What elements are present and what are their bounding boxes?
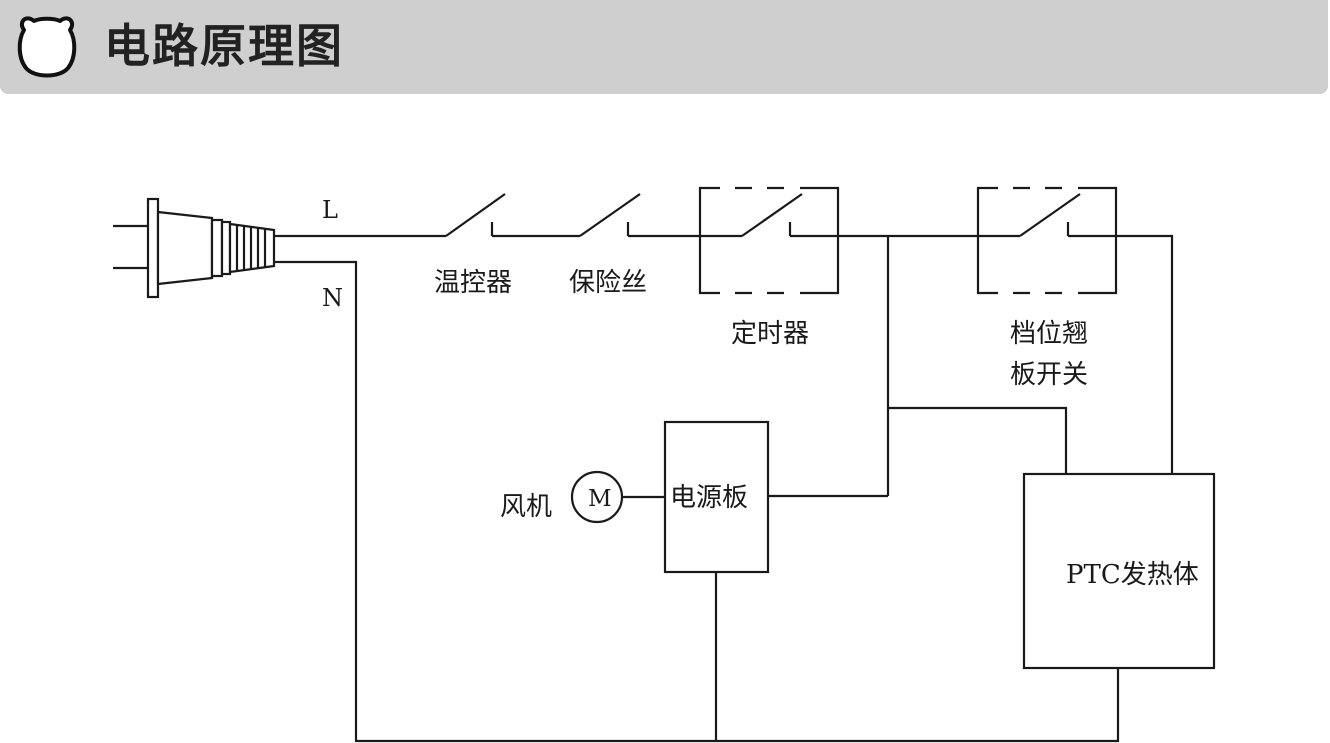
gear-switch-label-1: 档位翘 xyxy=(1010,319,1088,349)
power-board-label: 电源板 xyxy=(670,483,748,513)
ptc-heater-label: PTC发热体 xyxy=(1066,560,1199,590)
thermostat-switch xyxy=(445,193,580,238)
live-label: L xyxy=(322,196,338,224)
gear-switch-box xyxy=(976,186,1174,474)
fuse-switch xyxy=(579,193,742,238)
thermostat-label: 温控器 xyxy=(434,268,512,298)
gear-switch-label-2: 板开关 xyxy=(1010,360,1088,390)
power-board-box xyxy=(663,420,770,574)
motor-label: M xyxy=(588,486,612,512)
branch-wires xyxy=(768,236,1068,498)
header-bar xyxy=(0,0,1328,94)
neutral-label: N xyxy=(322,284,343,312)
fan-motor xyxy=(570,470,665,524)
bear-face-icon xyxy=(17,16,77,78)
page-title: 电路原理图 xyxy=(104,19,344,73)
timer-box xyxy=(698,186,1020,295)
timer-label: 定时器 xyxy=(731,319,809,349)
ptc-heater-box xyxy=(1022,472,1216,670)
header: 电路原理图 xyxy=(0,0,1330,96)
fan-label: 风机 xyxy=(500,492,552,522)
fuse-label: 保险丝 xyxy=(569,268,647,298)
plug-icon xyxy=(113,197,280,299)
neutral-wire xyxy=(280,260,1120,743)
